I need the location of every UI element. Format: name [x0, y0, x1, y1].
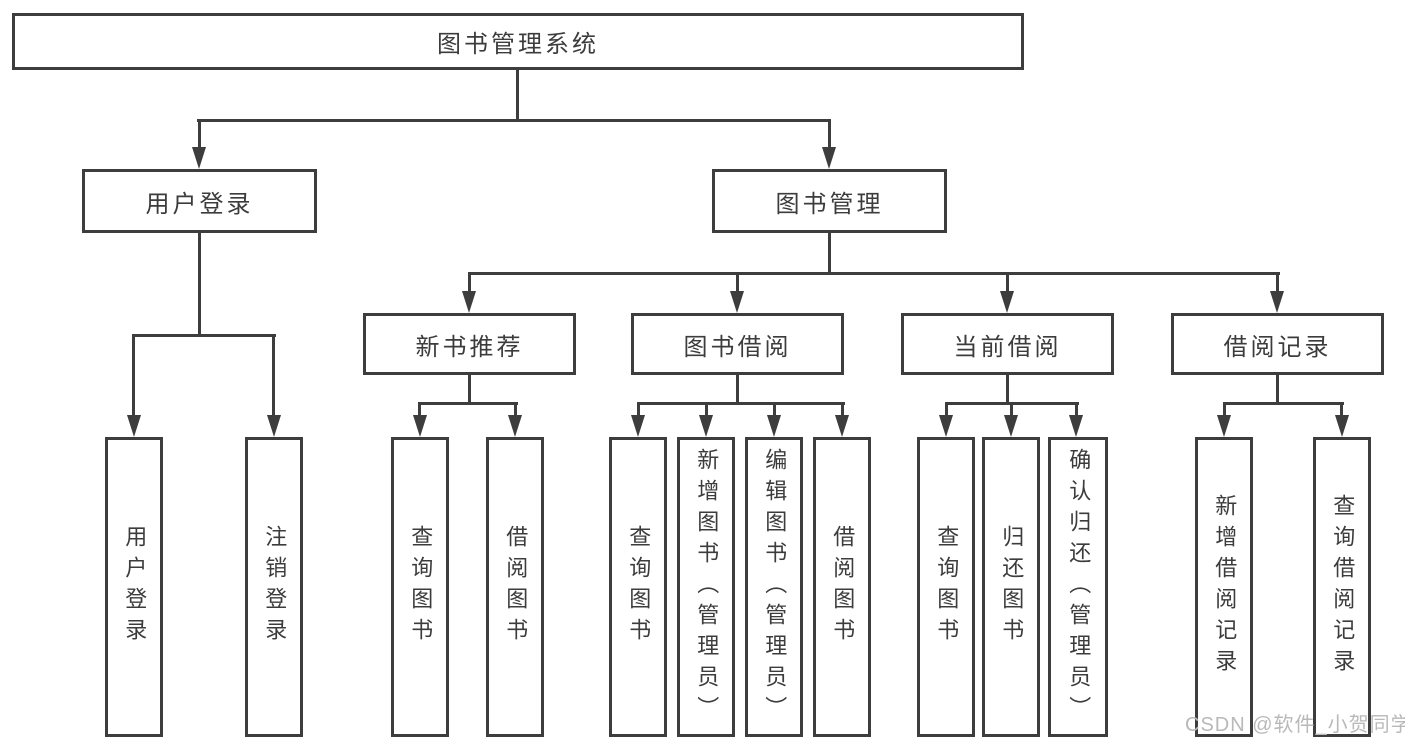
leaf-edit-book-admin-label: 编辑图书（管理员）: [762, 447, 788, 727]
arrow-down-icon: [699, 415, 713, 437]
leaf-add-borrow-record: 新增借阅记录: [1195, 437, 1253, 737]
arrow-down-icon: [767, 415, 781, 437]
leaf-query-book-1-label: 查询图书: [408, 525, 434, 649]
leaf-borrow-book-2-label: 借阅图书: [830, 525, 856, 649]
arrow-down-icon: [835, 415, 849, 437]
node-root-label: 图书管理系统: [437, 31, 599, 58]
leaf-user-login: 用户登录: [105, 437, 163, 737]
arrow-down-icon: [1069, 415, 1083, 437]
leaf-return-book: 归还图书: [982, 437, 1040, 737]
node-current-borrow: 当前借阅: [901, 313, 1114, 375]
connector-hline: [132, 334, 276, 337]
leaf-query-book-3-label: 查询图书: [934, 525, 960, 649]
connector-vline: [1010, 402, 1013, 418]
connector-vline: [418, 402, 421, 418]
connector-vline: [1006, 272, 1009, 296]
node-book-borrow: 图书借阅: [631, 313, 844, 375]
connector-vline: [516, 67, 519, 121]
connector-vline: [198, 233, 201, 337]
node-book-management-label: 图书管理: [775, 190, 884, 218]
leaf-confirm-return-admin-label: 确认归还（管理员）: [1066, 447, 1092, 727]
arrow-down-icon: [508, 415, 522, 437]
leaf-user-login-label: 用户登录: [122, 525, 148, 649]
node-book-borrow-label: 图书借阅: [683, 333, 792, 361]
leaf-return-book-label: 归还图书: [999, 525, 1025, 649]
connector-vline: [272, 334, 275, 418]
leaf-query-borrow-record: 查询借阅记录: [1313, 437, 1371, 737]
leaf-borrow-book-1-label: 借阅图书: [503, 525, 529, 649]
connector-vline: [1340, 402, 1343, 418]
connector-vline: [736, 375, 739, 405]
connector-hline: [637, 402, 845, 405]
connector-hline: [1223, 402, 1344, 405]
arrow-down-icon: [1000, 291, 1014, 313]
leaf-borrow-book-2: 借阅图书: [813, 437, 871, 737]
connector-vline: [468, 272, 471, 296]
node-new-book-recommend-label: 新书推荐: [415, 333, 524, 361]
connector-vline: [945, 402, 948, 418]
leaf-add-book-admin-label: 新增图书（管理员）: [694, 447, 720, 727]
arrow-down-icon: [1217, 415, 1231, 437]
connector-vline: [1006, 375, 1009, 405]
node-new-book-recommend: 新书推荐: [363, 313, 576, 375]
node-root: 图书管理系统: [12, 13, 1024, 70]
leaf-query-book-1: 查询图书: [391, 437, 449, 737]
arrow-down-icon: [939, 415, 953, 437]
csdn-watermark: CSDN @软件_小贺同学: [1185, 714, 1405, 736]
arrow-down-icon: [730, 291, 744, 313]
connector-vline: [514, 402, 517, 418]
leaf-query-book-2-label: 查询图书: [626, 525, 652, 649]
connector-vline: [1276, 375, 1279, 405]
connector-vline: [198, 119, 201, 151]
connector-vline: [841, 402, 844, 418]
leaf-query-book-3: 查询图书: [917, 437, 975, 737]
leaf-confirm-return-admin: 确认归还（管理员）: [1048, 437, 1108, 737]
connector-vline: [1075, 402, 1078, 418]
leaf-add-borrow-record-label: 新增借阅记录: [1212, 494, 1238, 680]
connector-vline: [736, 272, 739, 296]
connector-hline: [468, 272, 1280, 275]
node-user-login: 用户登录: [82, 169, 317, 233]
node-borrow-records: 借阅记录: [1171, 313, 1384, 375]
connector-hline: [419, 402, 518, 405]
connector-vline: [828, 119, 831, 151]
connector-hline: [197, 119, 831, 122]
arrow-down-icon: [1335, 415, 1349, 437]
node-user-login-label: 用户登录: [145, 190, 254, 218]
leaf-borrow-book-1: 借阅图书: [486, 437, 544, 737]
node-book-management: 图书管理: [712, 169, 947, 233]
arrow-down-icon: [1270, 291, 1284, 313]
leaf-query-borrow-record-label: 查询借阅记录: [1330, 494, 1356, 680]
connector-vline: [132, 334, 135, 418]
leaf-logout-label: 注销登录: [262, 525, 288, 649]
connector-vline: [468, 375, 471, 405]
node-borrow-records-label: 借阅记录: [1223, 333, 1332, 361]
arrow-down-icon: [127, 415, 141, 437]
arrow-down-icon: [822, 147, 836, 169]
leaf-query-book-2: 查询图书: [609, 437, 667, 737]
connector-vline: [773, 402, 776, 418]
arrow-down-icon: [267, 415, 281, 437]
connector-vline: [828, 233, 831, 275]
arrow-down-icon: [462, 291, 476, 313]
connector-vline: [1276, 272, 1279, 296]
leaf-edit-book-admin: 编辑图书（管理员）: [745, 437, 803, 737]
arrow-down-icon: [192, 147, 206, 169]
leaf-logout: 注销登录: [245, 437, 303, 737]
connector-vline: [1223, 402, 1226, 418]
connector-vline: [637, 402, 640, 418]
arrow-down-icon: [631, 415, 645, 437]
node-current-borrow-label: 当前借阅: [953, 333, 1062, 361]
arrow-down-icon: [413, 415, 427, 437]
arrow-down-icon: [1004, 415, 1018, 437]
leaf-add-book-admin: 新增图书（管理员）: [677, 437, 735, 737]
connector-vline: [705, 402, 708, 418]
